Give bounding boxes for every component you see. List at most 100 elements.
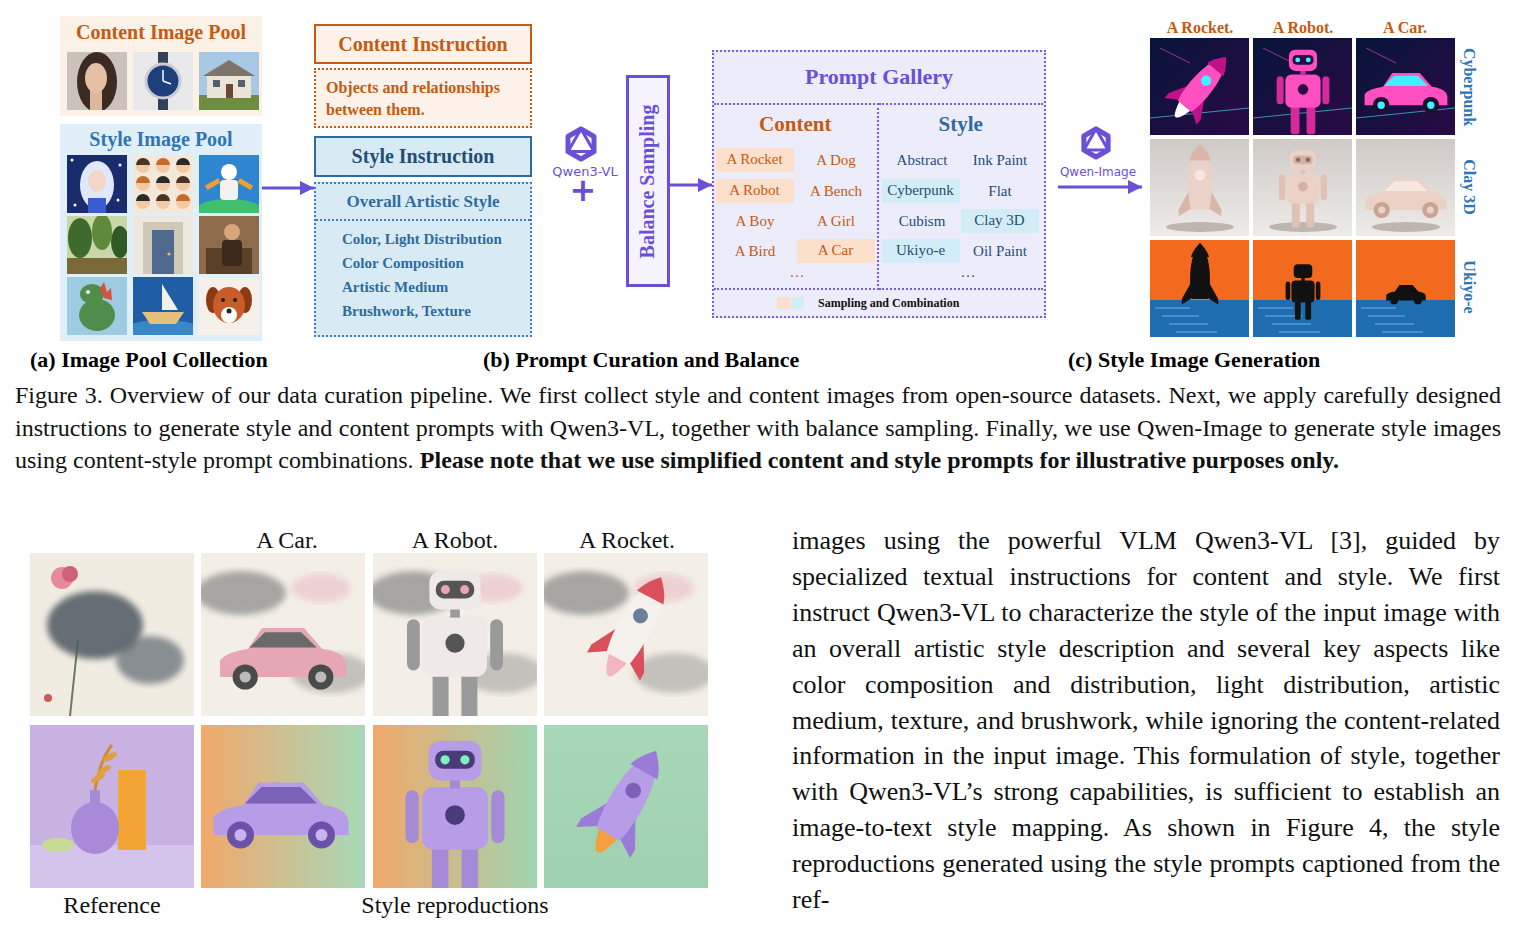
column-label: A Robot.	[1273, 19, 1333, 37]
image-tile	[1356, 38, 1455, 135]
model-logo	[1084, 129, 1108, 157]
prompt-item: A Bench	[810, 183, 862, 200]
image-tile	[30, 725, 194, 888]
subfigure-title: (c) Style Image Generation	[1068, 347, 1320, 373]
image-tile	[1150, 38, 1249, 135]
prompt-item: Abstract	[897, 152, 948, 169]
row-label: Ukiyo-e	[1460, 260, 1478, 313]
image-tile	[1253, 240, 1352, 337]
body-text: images using the powerful VLM Qwen3-VL […	[792, 523, 1500, 918]
image-tile	[1356, 240, 1455, 337]
instruction-detail-box: Objects and relationships between them.	[314, 68, 532, 128]
instruction-box: Style Instruction	[314, 136, 532, 177]
node-text: A Robot	[729, 182, 779, 199]
prompt-chip: Clay 3D	[961, 209, 1039, 233]
node-text: Overall Artistic Style	[316, 190, 530, 221]
figure-label: Style reproductions	[361, 892, 548, 919]
node-text: Prompt Gallery	[714, 64, 1044, 90]
image-tile	[199, 216, 259, 274]
node-text: Color Composition	[342, 251, 464, 275]
image-tile	[67, 155, 127, 213]
node-text: Artistic Medium	[342, 275, 448, 299]
flow-arrow	[1058, 186, 1142, 189]
column-label: A Robot.	[412, 527, 499, 554]
prompt-column: StyleCyberpunkClay 3D Ukiyo-e	[879, 103, 1044, 290]
prompt-chip: A Robot	[716, 179, 794, 203]
legend-swatch	[791, 297, 804, 309]
image-tile	[544, 553, 708, 716]
node-text: Style Image Pool	[89, 128, 232, 151]
pool-background	[60, 124, 262, 341]
node-text: A Rocket	[726, 151, 782, 168]
image-tile	[67, 216, 127, 274]
node-text: Balance Sampling	[637, 104, 660, 258]
image-tile	[133, 52, 193, 110]
node-text: Clay 3D	[974, 212, 1024, 229]
caption-note: Please note that we use simplified conte…	[420, 447, 1339, 473]
image-tile	[67, 52, 127, 110]
image-tile	[1253, 38, 1352, 135]
legend-block: Sampling and Combination	[777, 295, 959, 311]
image-pool: Content Image Pool	[60, 16, 262, 116]
column-label: A Rocket.	[579, 527, 675, 554]
image-tile	[1253, 139, 1352, 236]
prompt-chip: Cyberpunk	[882, 179, 960, 203]
instruction-detail-box: Overall Artistic StyleColor, Light Distr…	[314, 182, 532, 337]
ellipsis: …	[961, 264, 976, 281]
subfigure-title: (a) Image Pool Collection	[30, 347, 268, 373]
ellipsis: …	[790, 264, 805, 281]
image-tile	[1356, 139, 1455, 236]
column-label: A Car.	[256, 527, 317, 554]
prompt-chip: A Car	[797, 239, 875, 263]
node-text: Color, Light Distribution	[342, 227, 502, 251]
node-text: Ukiyo-e	[896, 242, 945, 259]
image-tile	[373, 725, 537, 888]
node-text: Content Instruction	[338, 33, 507, 56]
prompt-item: A Dog	[816, 152, 856, 169]
image-tile	[30, 553, 194, 716]
prompt-item: Cubism	[899, 213, 946, 230]
column-label: A Rocket.	[1167, 19, 1234, 37]
flow-arrow	[262, 187, 314, 190]
prompt-chip: A Rocket	[716, 148, 794, 172]
plus-sign: +	[570, 171, 597, 209]
column-label: A Car.	[1383, 19, 1427, 37]
image-tile	[201, 725, 365, 888]
prompt-item: Ink Paint	[973, 152, 1028, 169]
image-pool: Style Image Pool	[60, 124, 262, 341]
image-tile	[133, 216, 193, 274]
legend-text: Sampling and Combination	[818, 296, 959, 311]
prompt-item: A Girl	[817, 213, 855, 230]
node-text: Brushwork, Texture	[342, 299, 471, 323]
prompt-item: Oil Paint	[973, 243, 1027, 260]
image-tile	[544, 725, 708, 888]
image-tile	[133, 277, 193, 335]
image-tile	[67, 277, 127, 335]
node-text: A Car	[818, 242, 853, 259]
model-name: Qwen-Image	[1060, 165, 1136, 179]
node-text: Cyberpunk	[887, 182, 954, 199]
image-tile	[201, 553, 365, 716]
model-logo	[568, 129, 594, 159]
figure-label: Reference	[63, 892, 160, 919]
node-text: Style Instruction	[352, 145, 495, 168]
node-text: Objects and relationships between them.	[326, 77, 520, 121]
caption-block: Figure 3. Overview of our data curation …	[15, 379, 1501, 477]
node-text: Content	[714, 112, 877, 137]
row-label: Clay 3D	[1460, 159, 1478, 215]
image-tile	[133, 155, 193, 213]
prompt-item: A Boy	[736, 213, 775, 230]
image-tile	[199, 155, 259, 213]
prompt-item: Flat	[988, 183, 1011, 200]
prompt-item: A Bird	[735, 243, 775, 260]
pool-background	[60, 16, 262, 116]
image-tile	[1150, 240, 1249, 337]
node-text: Style	[879, 112, 1044, 137]
sampling-box: Balance Sampling	[626, 75, 670, 287]
legend-entry: Sampling and Combination	[777, 295, 959, 311]
subfigure-title: (b) Prompt Curation and Balance	[483, 347, 799, 373]
prompt-chip: Ukiyo-e	[882, 239, 960, 263]
node-text: Content Image Pool	[76, 21, 246, 44]
image-tile	[199, 52, 259, 110]
image-tile	[1150, 139, 1249, 236]
